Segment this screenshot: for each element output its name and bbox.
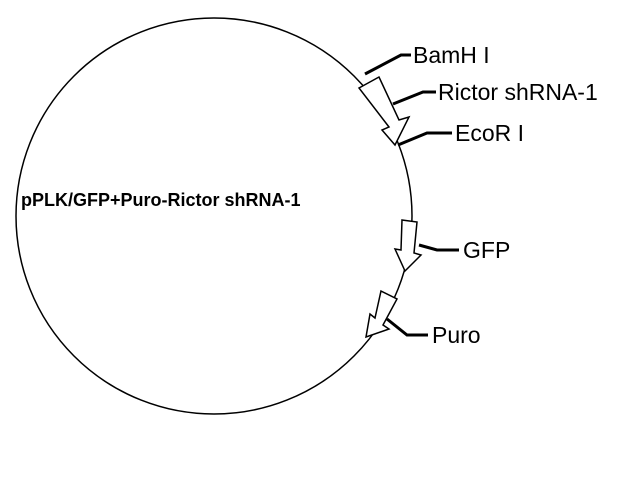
plasmid-backbone <box>15 17 413 415</box>
shrna-arrow <box>357 75 411 147</box>
gfp-label: GFP <box>463 237 510 263</box>
shrna-leader <box>392 90 436 106</box>
puro-arrow <box>365 289 399 339</box>
plasmid-title: pPLK/GFP+Puro-Rictor shRNA-1 <box>21 190 301 210</box>
ecor1-label: EcoR I <box>455 120 524 146</box>
puro-leader <box>386 317 428 337</box>
shrna-label: Rictor shRNA-1 <box>438 79 598 105</box>
gfp-leader <box>418 243 459 252</box>
puro-label: Puro <box>432 322 481 348</box>
gfp-arrow <box>393 219 423 273</box>
bamh1-leader <box>364 53 411 76</box>
ecor1-leader <box>397 131 452 147</box>
bamh1-label: BamH I <box>413 42 490 68</box>
